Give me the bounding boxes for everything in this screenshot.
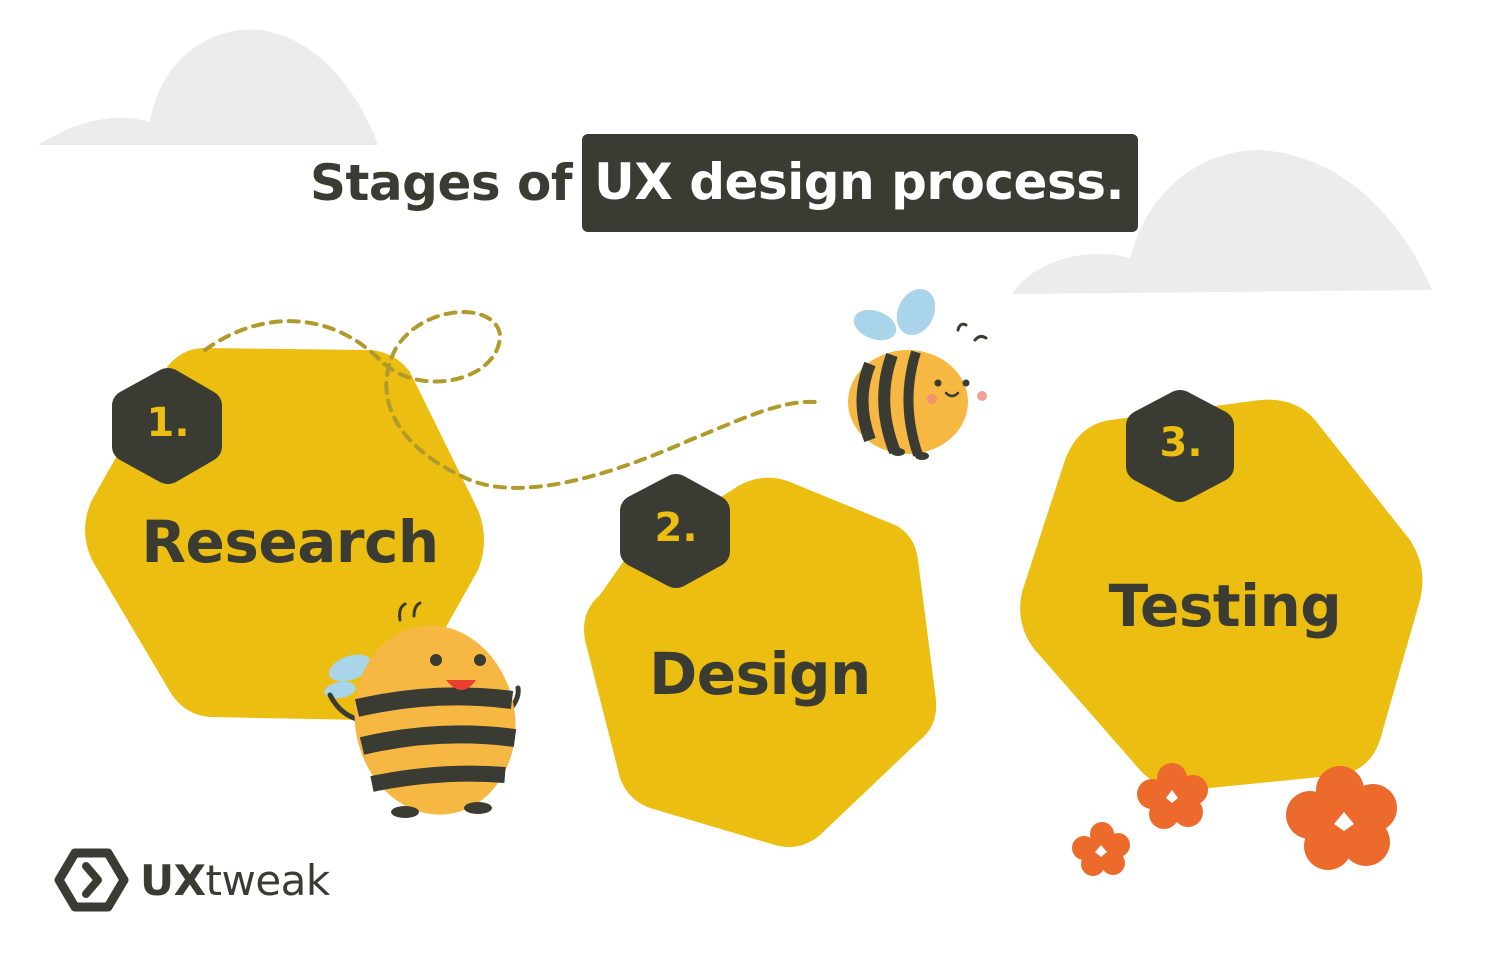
waving-bee [324, 601, 521, 818]
flower-2 [1286, 766, 1397, 870]
cloud-left [38, 29, 378, 145]
logo-part-a: UX [140, 856, 206, 905]
logo-wordmark: UXtweak [140, 856, 330, 905]
cloud-right [1012, 150, 1432, 294]
page-title: Stages of UX design process. [310, 134, 1138, 232]
number-badge-3 [1126, 390, 1234, 502]
stage-number-2: 2. [654, 505, 698, 551]
flying-bee [848, 288, 988, 460]
title-highlight: UX design process. [582, 134, 1138, 232]
title-prefix: Stages of [310, 154, 573, 212]
flower-1 [1137, 763, 1208, 829]
hexagon-testing [1020, 399, 1423, 791]
stage-number-3: 3. [1159, 420, 1203, 466]
stage-label-design: Design [649, 640, 871, 708]
number-badge-1 [112, 368, 222, 484]
stage-number-1: 1. [146, 400, 190, 446]
logo-part-b: tweak [205, 856, 331, 905]
flower-3 [1072, 822, 1130, 876]
hexagon-chevron-icon [54, 848, 129, 912]
stage-label-research: Research [141, 508, 439, 576]
stage-label-testing: Testing [1108, 572, 1342, 640]
number-badge-2 [620, 474, 730, 588]
flight-path [203, 310, 817, 490]
